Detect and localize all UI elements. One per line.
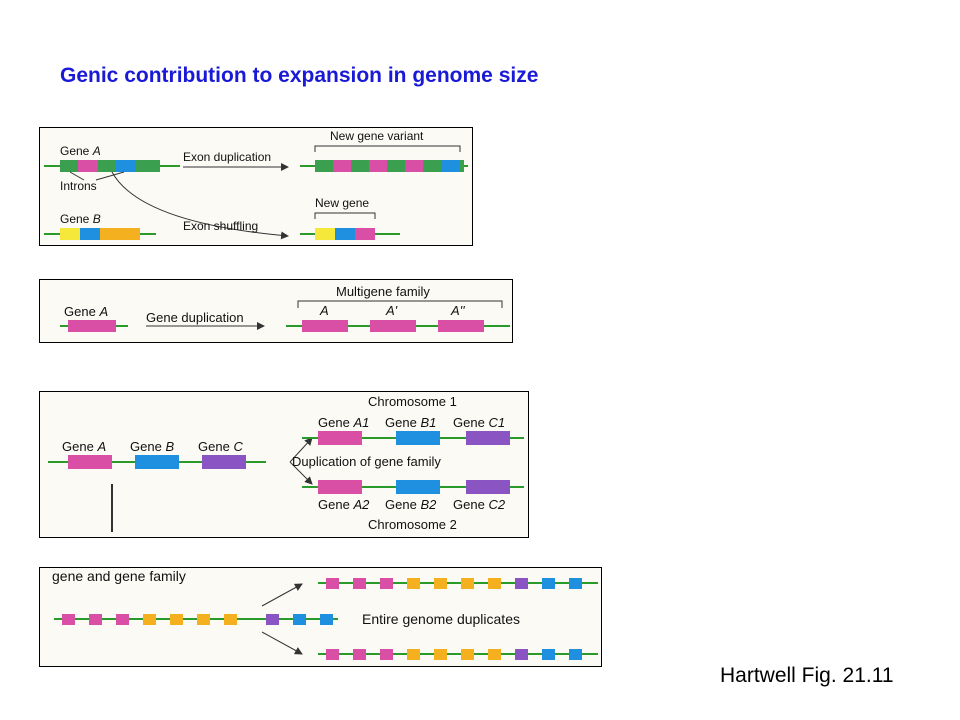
multigene-family-label: Multigene family [336,284,430,299]
duplication-label: Duplication of gene family [292,454,441,469]
exon-segment [116,160,136,172]
gene-block [407,649,420,660]
intron-segment [60,160,78,172]
gene-a-block [68,320,116,332]
intron-segment [98,160,116,172]
gene-block [515,578,528,589]
gene-block [353,649,366,660]
figure-credit: Hartwell Fig. 21.11 [720,664,894,687]
exon-events-diagram: Gene A Introns Exon duplication New gene… [44,129,468,240]
gene-a-label: Gene A [64,304,108,319]
gene-block [542,649,555,660]
up-arrow [289,437,313,463]
gene-block [407,578,420,589]
gene-block [380,578,393,589]
gene-copy-a [302,320,348,332]
gene-block [569,578,582,589]
slide-title: Genic contribution to expansion in genom… [60,64,539,87]
family-bracket [297,300,503,308]
gene-duplication-label: Gene duplication [146,310,244,325]
down-arrow [261,631,303,655]
intron-segment [136,160,160,172]
gene-block [569,649,582,660]
gene-block [515,649,528,660]
new-gene-label: New gene [315,196,369,210]
down-arrow [289,461,313,485]
gene-b-label: Gene B [130,439,174,454]
gene-duplication-diagram: Gene A Gene duplication Multigene family… [60,284,510,332]
introns-label: Introns [60,179,97,193]
entire-genome-label: Entire genome duplicates [362,611,520,627]
panel-genome-duplication: gene and gene family Entire genome dupli… [39,567,602,667]
copy-label: A'' [450,303,465,318]
exon-segment [78,160,98,172]
gene-family-caption: gene and gene family [52,568,186,584]
exon-duplication-label: Exon duplication [183,150,271,164]
gene-family-diagram: Gene A Gene B Gene C Duplication of gene… [48,394,524,532]
gene-block [434,649,447,660]
intron-pointer [69,171,85,181]
gene-block [461,578,474,589]
gene-block [488,578,501,589]
chr2-gene-label: Gene B2 [385,497,437,512]
new-gene-variant-label: New gene variant [330,129,424,143]
gene-block [326,578,339,589]
gene-block [293,614,306,625]
gene-block [62,614,75,625]
chr2-gene-label: Gene A2 [318,497,370,512]
up-arrow [261,583,303,607]
copy-label: A [319,303,329,318]
genome-duplication-diagram: gene and gene family Entire genome dupli… [52,568,598,660]
gene-block [116,614,129,625]
chromosome2-label: Chromosome 2 [368,517,457,532]
gene-block [461,649,474,660]
gene-block [434,578,447,589]
gene-block [170,614,183,625]
chr1-gene-label: Gene B1 [385,415,436,430]
chr2-gene-label: Gene C2 [453,497,506,512]
new-gene-bracket [314,212,376,219]
gene-block [89,614,102,625]
panel-exon-events: Gene A Introns Exon duplication New gene… [39,127,473,246]
gene-block [326,649,339,660]
gene-block [542,578,555,589]
gene-block [143,614,156,625]
chromosome1-label: Chromosome 1 [368,394,457,409]
exon-shuffling-arrow [111,171,289,240]
chr1-gene-label: Gene A1 [318,415,369,430]
gene-copy-a-prime [370,320,416,332]
gene-b-label: Gene B [60,212,101,226]
gene-a-label: Gene A [62,439,106,454]
gene-c-label: Gene C [198,439,243,454]
variant-bracket [314,145,461,152]
gene-a-label: Gene A [60,144,101,158]
exon-shuffling-label: Exon shuffling [183,219,258,233]
gene-block [380,649,393,660]
copy-label: A' [385,303,398,318]
gene-block [224,614,237,625]
gene-block [353,578,366,589]
panel-gene-family-duplication: Gene A Gene B Gene C Duplication of gene… [39,391,529,538]
gene-block [320,614,333,625]
gene-copy-a-double-prime [438,320,484,332]
intron-pointer [95,171,125,181]
gene-block [488,649,501,660]
gene-block [197,614,210,625]
gene-block [266,614,279,625]
chr1-gene-label: Gene C1 [453,415,505,430]
panel-gene-duplication: Gene A Gene duplication Multigene family… [39,279,513,343]
